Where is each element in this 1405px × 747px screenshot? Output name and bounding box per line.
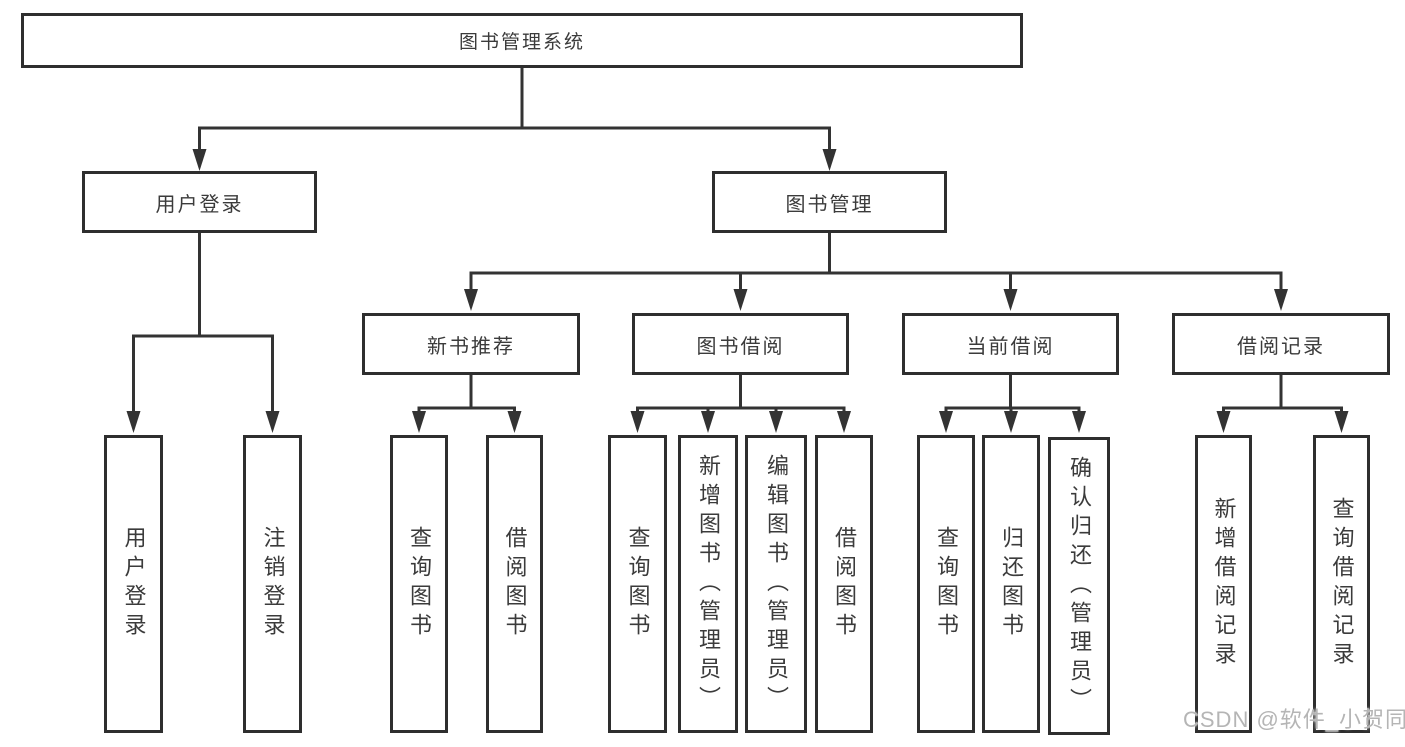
connector-user-login-to-children [126, 233, 280, 433]
leaf-user-login: 用户登录 [104, 435, 163, 733]
node-book-borrow: 图书借阅 [632, 313, 849, 375]
connector-book-borrow-to-children [630, 375, 851, 433]
node-book-management: 图书管理 [712, 171, 947, 233]
node-current-borrow: 当前借阅 [902, 313, 1119, 375]
leaf-edit-book-admin: 编辑图书（管理员） [745, 435, 807, 733]
csdn-watermark: CSDN @软件_小贺同学 [1183, 707, 1405, 732]
connector-current-borrow-to-children [939, 375, 1086, 433]
leaf-borrow-books-recommend: 借阅图书 [486, 435, 543, 733]
node-new-book-recommend: 新书推荐 [362, 313, 580, 375]
leaf-logout: 注销登录 [243, 435, 302, 733]
leaf-add-book-admin: 新增图书（管理员） [678, 435, 738, 733]
connector-borrow-records-to-children [1216, 375, 1349, 433]
leaf-borrow-books: 借阅图书 [815, 435, 873, 733]
leaf-return-books: 归还图书 [982, 435, 1040, 733]
leaf-add-borrow-record: 新增借阅记录 [1195, 435, 1252, 733]
connector-root-to-level2 [192, 68, 837, 171]
node-borrow-records: 借阅记录 [1172, 313, 1390, 375]
leaf-query-books-current: 查询图书 [917, 435, 975, 733]
connector-book-management-to-level3 [464, 233, 1288, 311]
leaf-query-books-recommend: 查询图书 [390, 435, 448, 733]
node-root: 图书管理系统 [21, 13, 1023, 68]
connector-new-book-to-children [412, 375, 522, 433]
leaf-query-books-borrow: 查询图书 [608, 435, 667, 733]
node-user-login: 用户登录 [82, 171, 317, 233]
leaf-query-borrow-record: 查询借阅记录 [1313, 435, 1370, 733]
leaf-confirm-return-admin: 确认归还（管理员） [1048, 437, 1110, 735]
